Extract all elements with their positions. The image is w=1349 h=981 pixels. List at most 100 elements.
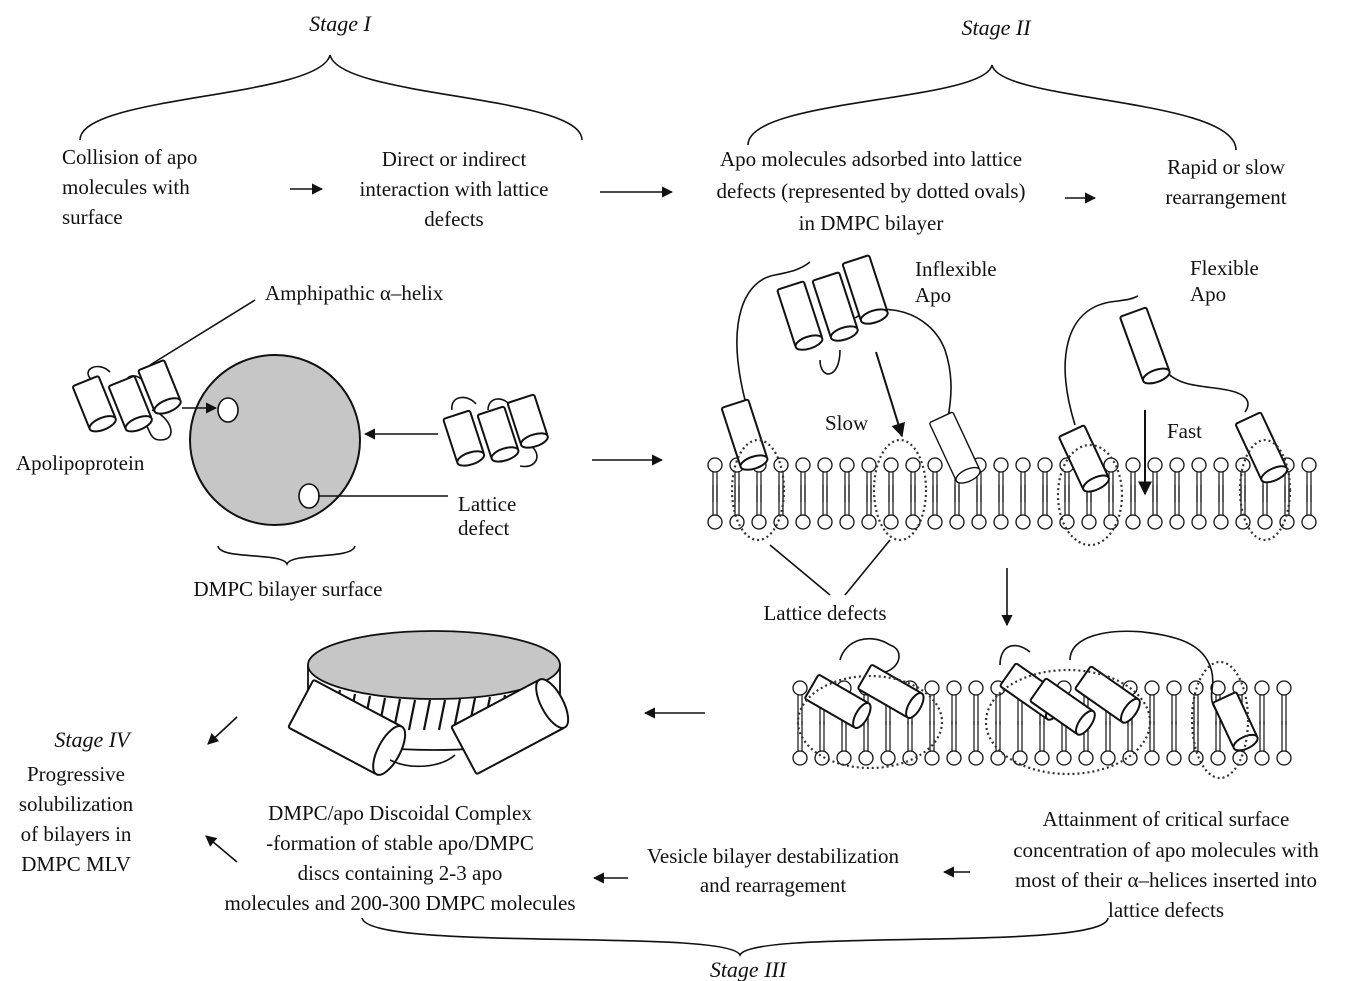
lipid-head (840, 458, 854, 472)
lipid-tail (1150, 721, 1154, 751)
lipid-head (947, 751, 961, 765)
lipid-head (1302, 515, 1316, 529)
rearrangement-text: Rapid or slow rearrangement (1165, 155, 1286, 209)
stage-3-label: Stage III (710, 957, 788, 981)
svg-text:Attainment of critical surface: Attainment of critical surface (1043, 807, 1290, 831)
svg-text:molecules with: molecules with (62, 175, 190, 199)
lipid-head (1148, 515, 1162, 529)
dmpc-bilayer-disc (190, 355, 360, 525)
lipid-head (1214, 458, 1228, 472)
lipid-tail (1153, 485, 1157, 515)
lipid-head (1060, 515, 1074, 529)
lipid-head (1126, 458, 1140, 472)
svg-text:Inflexible: Inflexible (915, 257, 997, 281)
lipid-head (906, 458, 920, 472)
lipid-tail (1216, 721, 1220, 751)
svg-text:in DMPC bilayer: in DMPC bilayer (799, 211, 944, 235)
stage-2-label: Stage II (961, 15, 1032, 40)
lattice-defects-pointer (770, 545, 830, 595)
lipid-head (1277, 751, 1291, 765)
lipid-tail (886, 721, 890, 751)
lipid-head (1167, 751, 1181, 765)
lipid-tail (955, 485, 959, 515)
inflexible-label: Inflexible Apo (915, 257, 997, 307)
svg-text:surface: surface (62, 205, 123, 229)
svg-text:concentration of apo molecules: concentration of apo molecules with (1013, 838, 1319, 862)
lattice-defects-pointer (845, 540, 890, 595)
lipid-head (1192, 458, 1206, 472)
lipid-head (994, 458, 1008, 472)
svg-text:solubilization: solubilization (19, 792, 134, 816)
stage-1-brace (80, 55, 582, 140)
lipid-tail (1065, 485, 1069, 515)
lipid-tail (977, 485, 981, 515)
lipid-head (1104, 515, 1118, 529)
lipid-head (1101, 751, 1115, 765)
lipid-head (906, 515, 920, 529)
svg-text:lattice defects: lattice defects (1108, 898, 1224, 922)
discoidal-text: DMPC/apo Discoidal Complex -formation of… (224, 801, 575, 915)
lipid-head (1016, 515, 1030, 529)
lattice-defects-label: Lattice defects (763, 601, 886, 625)
lipid-tail (820, 721, 824, 751)
svg-text:Flexible: Flexible (1190, 256, 1259, 280)
svg-text:defects (represented by dotted: defects (represented by dotted ovals) (716, 179, 1025, 203)
lipid-head (859, 751, 873, 765)
lipid-head (1035, 751, 1049, 765)
lipid-head (972, 515, 986, 529)
lipid-head (774, 458, 788, 472)
apolipoprotein-right-icon (443, 394, 549, 468)
svg-text:discs containing 2-3 apo: discs containing 2-3 apo (298, 861, 503, 885)
lipid-tail (823, 485, 827, 515)
lipid-head (884, 458, 898, 472)
lipid-head (1038, 458, 1052, 472)
lipid-head (994, 515, 1008, 529)
lipid-head (1145, 681, 1159, 695)
lipid-tail (1128, 721, 1132, 751)
lipid-head (1126, 515, 1140, 529)
lipid-head (708, 458, 722, 472)
lipid-head (818, 458, 832, 472)
bilayer-upper (708, 458, 1316, 529)
fast-label: Fast (1167, 419, 1202, 443)
critical-concentration-text: Attainment of critical surface concentra… (1013, 807, 1319, 922)
lipid-head (1258, 515, 1272, 529)
lipid-head (1145, 751, 1159, 765)
stage-3-brace (362, 918, 1108, 955)
svg-text:interaction with lattice: interaction with lattice (360, 177, 549, 201)
lipid-tail (974, 721, 978, 751)
svg-text:molecules and 200-300 DMPC mol: molecules and 200-300 DMPC molecules (224, 891, 575, 915)
lipid-head (1170, 515, 1184, 529)
surface-label: DMPC bilayer surface (194, 577, 383, 601)
svg-text:rearrangement: rearrangement (1165, 185, 1286, 209)
lipid-head (903, 751, 917, 765)
discoidal-complex-icon (288, 631, 574, 779)
lipid-head (818, 515, 832, 529)
arrow-to-stage4 (208, 717, 237, 744)
lipid-head (1170, 458, 1184, 472)
lipid-head (1277, 681, 1291, 695)
direct-interaction-text: Direct or indirect interaction with latt… (360, 147, 549, 231)
lipid-tail (1150, 695, 1154, 725)
lipid-head (1016, 458, 1030, 472)
surface-brace (218, 546, 355, 564)
slow-label: Slow (825, 411, 869, 435)
lipid-head (947, 681, 961, 695)
lipid-tail (1194, 695, 1198, 725)
svg-text:Rapid or slow: Rapid or slow (1167, 155, 1286, 179)
lipid-tail (1197, 485, 1201, 515)
lipid-tail (1282, 695, 1286, 725)
lipid-tail (1106, 721, 1110, 751)
lipid-head (1192, 515, 1206, 529)
lipid-head (950, 515, 964, 529)
arrow-slow (876, 352, 902, 436)
lipid-tail (757, 485, 761, 515)
svg-text:Collision of apo: Collision of apo (62, 145, 197, 169)
lipid-head (1167, 681, 1181, 695)
svg-text:Direct or indirect: Direct or indirect (382, 147, 527, 171)
lipid-head (928, 515, 942, 529)
svg-text:DMPC/apo Discoidal Complex: DMPC/apo Discoidal Complex (268, 801, 532, 825)
lipid-head (1079, 751, 1093, 765)
lipid-tail (933, 485, 937, 515)
